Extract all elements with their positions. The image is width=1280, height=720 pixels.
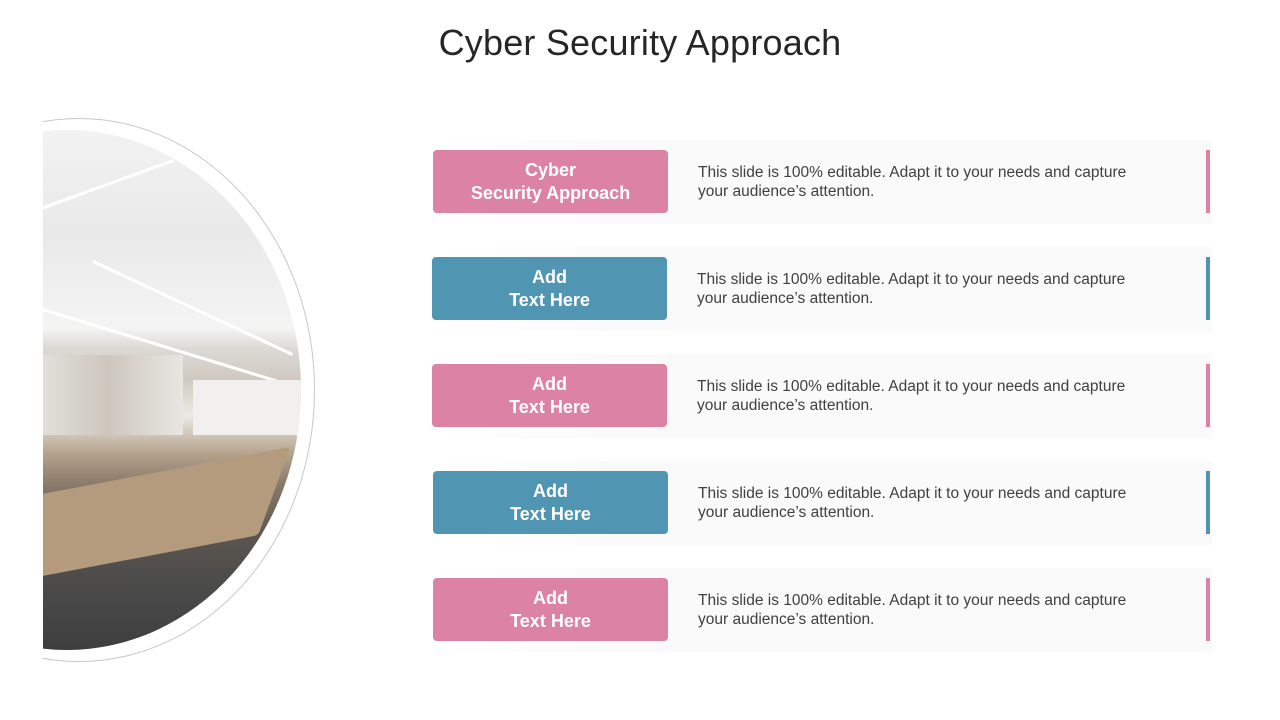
approach-row-3: Add Text Here This slide is 100% editabl… <box>432 354 1212 438</box>
row-label-line2: Text Here <box>509 396 590 417</box>
row-description: This slide is 100% editable. Adapt it to… <box>697 378 1126 414</box>
approach-row-5: Add Text Here This slide is 100% editabl… <box>432 568 1212 652</box>
row-label-line2: Security Approach <box>470 182 631 203</box>
row-label-line1: Cyber <box>524 159 577 180</box>
row-description: This slide is 100% editable. Adapt it to… <box>697 271 1126 307</box>
approach-row-2: Add Text Here This slide is 100% editabl… <box>432 247 1212 331</box>
meeting-photo-image <box>43 130 301 650</box>
slide-title: Cyber Security Approach <box>438 22 842 63</box>
row-description: This slide is 100% editable. Adapt it to… <box>698 592 1127 628</box>
row-label-button-1[interactable]: Cyber Security Approach <box>433 150 668 213</box>
row-label-line2: Text Here <box>510 610 591 631</box>
row-accent-bar <box>1206 364 1210 427</box>
row-label-line2: Text Here <box>509 289 590 310</box>
row-accent-bar <box>1206 150 1210 213</box>
row-accent-bar <box>1206 578 1210 641</box>
row-label-button-4[interactable]: Add Text Here <box>433 471 668 534</box>
row-label-button-5[interactable]: Add Text Here <box>433 578 668 641</box>
row-label-button-2[interactable]: Add Text Here <box>432 257 667 320</box>
row-accent-bar <box>1206 257 1210 320</box>
row-accent-bar <box>1206 471 1210 534</box>
row-label-button-3[interactable]: Add Text Here <box>432 364 667 427</box>
row-label-line1: Add <box>532 373 567 394</box>
approach-row-1: Cyber Security Approach This slide is 10… <box>432 140 1212 224</box>
row-label-line1: Add <box>533 587 568 608</box>
row-description: This slide is 100% editable. Adapt it to… <box>698 164 1127 200</box>
row-label-line2: Text Here <box>510 503 591 524</box>
row-description: This slide is 100% editable. Adapt it to… <box>698 485 1127 521</box>
row-label-line1: Add <box>533 480 568 501</box>
meeting-photo <box>43 118 323 664</box>
row-label-line1: Add <box>532 266 567 287</box>
approach-row-4: Add Text Here This slide is 100% editabl… <box>432 461 1212 545</box>
